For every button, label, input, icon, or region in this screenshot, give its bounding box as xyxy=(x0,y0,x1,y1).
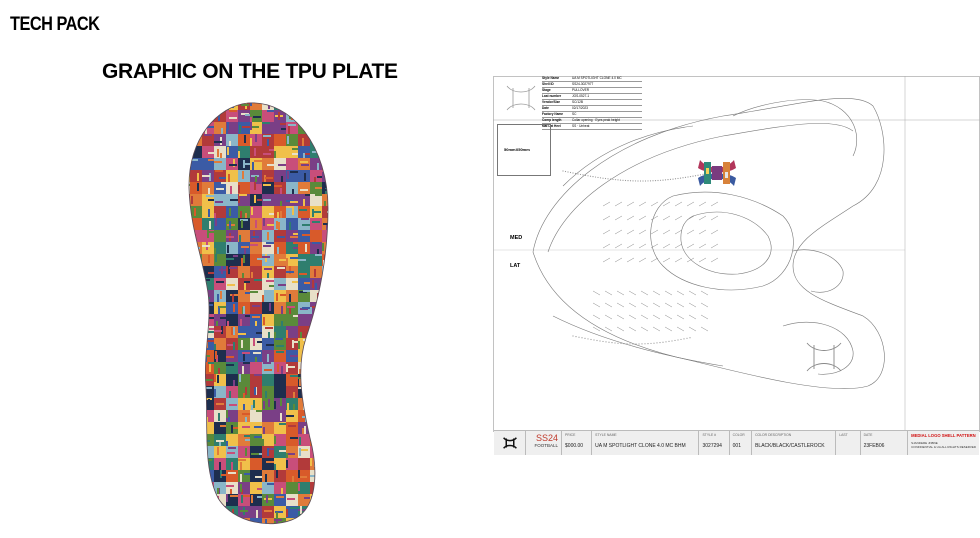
medial-label: MED xyxy=(510,235,523,241)
spec-value: JOS-0527-1 xyxy=(572,94,590,98)
price-caption: PRICE xyxy=(565,433,576,437)
spec-value: PULLOVER xyxy=(572,88,590,92)
price-value: $000.00 xyxy=(565,443,584,449)
page-title: TECH PACK xyxy=(10,14,100,35)
style-name-value: UA M SPOTLIGHT CLONE 4.0 MC BHM xyxy=(595,443,686,449)
spec-row: Factory Name SC xyxy=(542,112,642,118)
tpu-plate-graphic xyxy=(178,98,348,530)
color-code-value: 001 xyxy=(732,443,741,449)
spec-table: Style Name UA M SPOTLIGHT CLONE 4.0 MC She… xyxy=(542,76,642,130)
season-cell: SS24 FOOTBALL xyxy=(526,431,563,455)
date-caption: DATE xyxy=(863,433,873,437)
section-title: GRAPHIC ON THE TPU PLATE xyxy=(102,60,398,83)
spec-key: Comp length xyxy=(542,118,562,122)
spec-key: Last number xyxy=(542,94,562,98)
date-cell: DATE 23FEB06 xyxy=(861,431,909,455)
spec-key: Vendor/Size xyxy=(542,100,561,104)
spec-row: Shell ID SS24-3027977 xyxy=(542,82,642,88)
ua-logo-outline-icon xyxy=(506,85,536,111)
style-number-value: 3027294 xyxy=(702,443,722,449)
color-cell: COLOR 001 xyxy=(730,431,753,455)
style-number-cell: STYLE # 3027294 xyxy=(699,431,730,455)
spec-value: Collar opening · Eyes peak height xyxy=(572,118,620,122)
spec-key: Shell ID xyxy=(542,82,554,86)
color-desc-caption: COLOR DESCRIPTION xyxy=(755,433,792,437)
last-caption: LAST xyxy=(839,433,848,437)
spec-key: Stage xyxy=(542,88,551,92)
spec-key: Date xyxy=(542,106,549,110)
spec-value: UA M SPOTLIGHT CLONE 4.0 MC xyxy=(572,76,622,80)
spec-row: Mat Lat Heel SS · Unheat xyxy=(542,124,642,130)
spec-key: Style Name xyxy=(542,76,560,80)
lateral-label: LAT xyxy=(510,263,521,269)
color-desc-value: BLACK/BLACK/CASTLEROCK xyxy=(755,443,825,449)
sport-label: FOOTBALL xyxy=(534,443,559,448)
tech-pack-footer: SS24 FOOTBALL PRICE $000.00 STYLE NAME U… xyxy=(494,430,979,455)
season-code: SS24 xyxy=(535,433,559,443)
tech-drawing-sheet xyxy=(493,76,980,454)
pattern-subtitle-1: SJANDERE JNBNE xyxy=(911,441,938,445)
last-cell: LAST xyxy=(836,431,861,455)
style-number-caption: STYLE # xyxy=(702,433,717,437)
pattern-title: MEDIAL LOGO SHELL PATTERN xyxy=(911,433,976,438)
spec-key: Factory Name xyxy=(542,112,564,116)
spec-row: Date 02/17/2023 xyxy=(542,106,642,112)
style-name-cell: STYLE NAME UA M SPOTLIGHT CLONE 4.0 MC B… xyxy=(592,431,700,455)
footer-logo xyxy=(494,431,527,455)
spec-key: Mat Lat Heel xyxy=(542,124,561,128)
pattern-cell: MEDIAL LOGO SHELL PATTERN SJANDERE JNBNE… xyxy=(908,431,979,455)
spec-value: SS24-3027977 xyxy=(572,82,594,86)
swatch-label: 50mmX50mm xyxy=(504,147,530,152)
spec-value: SC xyxy=(572,112,577,116)
medial-logo-graphic-icon xyxy=(698,160,736,186)
spec-row: Style Name UA M SPOTLIGHT CLONE 4.0 MC xyxy=(542,76,642,82)
ua-logo-icon xyxy=(502,437,517,449)
spec-value: SS · Unheat xyxy=(572,124,590,128)
spec-value: SC/12B xyxy=(572,100,583,104)
spec-row: Stage PULLOVER xyxy=(542,88,642,94)
spec-row: Vendor/Size SC/12B xyxy=(542,100,642,106)
pattern-subtitle-2: CONFIDENTIAL & UA ALL RIGHTS RESERVED xyxy=(911,445,977,449)
date-value: 23FEB06 xyxy=(863,443,885,449)
price-cell: PRICE $000.00 xyxy=(562,431,593,455)
spec-value: 02/17/2023 xyxy=(572,106,588,110)
ua-heel-logo-icon xyxy=(806,342,842,372)
swatch-box: 50mmX50mm xyxy=(497,124,551,176)
spec-row: Comp length Collar opening · Eyes peak he… xyxy=(542,118,642,124)
spec-row: Last number JOS-0527-1 xyxy=(542,94,642,100)
color-caption: COLOR xyxy=(732,433,745,437)
style-name-caption: STYLE NAME xyxy=(595,433,617,437)
color-desc-cell: COLOR DESCRIPTION BLACK/BLACK/CASTLEROCK xyxy=(752,431,837,455)
